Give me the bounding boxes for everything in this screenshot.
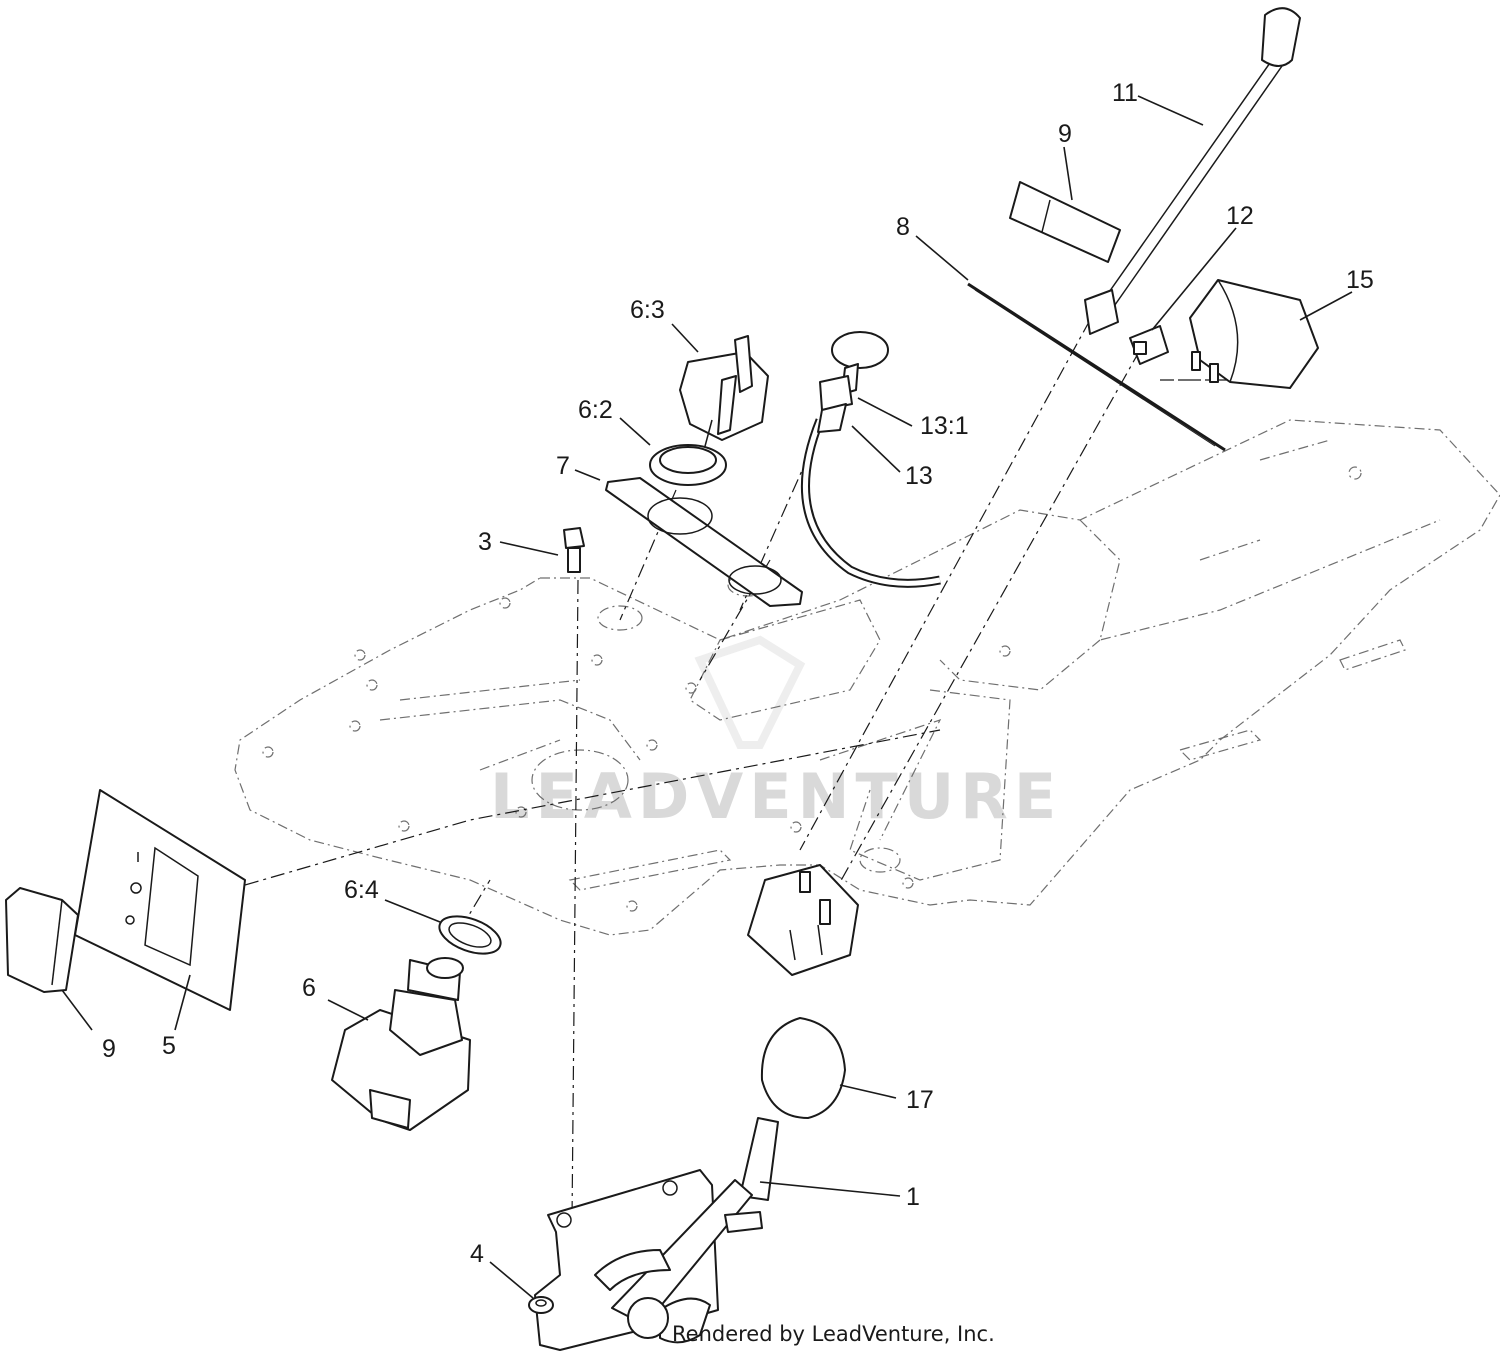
callout-6-4: 6:4: [344, 876, 379, 904]
callout-13-1: 13:1: [920, 412, 969, 440]
part-ignition-switch: [331, 957, 471, 1131]
part-throttle-cable: [1084, 7, 1301, 335]
callout-8: 8: [896, 213, 910, 241]
part-key: [679, 335, 769, 451]
part-pto-switch: [747, 864, 859, 976]
part-washer: [438, 915, 502, 955]
callout-4: 4: [470, 1240, 484, 1268]
callout-13: 13: [905, 462, 933, 490]
console-plate: [234, 419, 1500, 936]
callout-11: 11: [1112, 79, 1138, 107]
callout-3: 3: [478, 528, 492, 556]
watermark-text: LEADVENTURE: [490, 760, 1062, 833]
part-decal-plate: [605, 477, 803, 607]
render-credit: Rendered by LeadVenture, Inc.: [672, 1322, 995, 1346]
part-hour-meter: [1189, 279, 1319, 389]
part-lock-nut: [528, 1296, 554, 1314]
part-lever-assembly: [534, 1117, 779, 1351]
part-panel-decal: [74, 789, 246, 1011]
part-nut: [649, 444, 727, 486]
callout-17: 17: [906, 1086, 934, 1114]
part-shift-knob: [760, 1017, 846, 1119]
callout-9-top: 9: [1058, 120, 1072, 148]
callout-5: 5: [162, 1032, 176, 1060]
callout-1: 1: [906, 1183, 920, 1211]
part-bushing: [1129, 325, 1169, 365]
part-plug-bottom: [5, 887, 79, 993]
callout-7: 7: [556, 452, 570, 480]
watermark-logo: [694, 635, 806, 749]
callouts: 11 9 12 8 15 6:3 6:2 13:1 7 13 3 6:4 6 9…: [102, 79, 1374, 1268]
part-bolt: [563, 527, 585, 573]
callout-6-3: 6:3: [630, 296, 665, 324]
part-decal-edge: [967, 282, 1226, 452]
leader-lines: [61, 95, 1353, 1299]
callout-6-2: 6:2: [578, 396, 613, 424]
callout-15: 15: [1346, 266, 1374, 294]
part-choke-cable: [800, 331, 941, 588]
callout-6: 6: [302, 974, 316, 1002]
part-plug-top: [1009, 181, 1121, 263]
callout-12: 12: [1226, 202, 1254, 230]
callout-9-bottom: 9: [102, 1035, 116, 1063]
